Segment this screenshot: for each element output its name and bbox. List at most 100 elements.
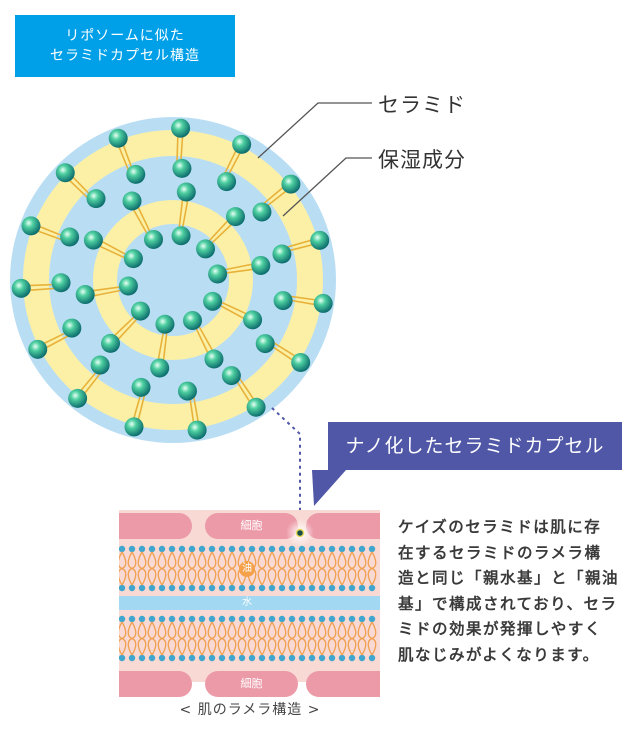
ceramide-molecule [143,229,163,249]
tag-line-2: セラミドカプセル構造 [50,48,200,64]
lipid-head [338,545,346,553]
ceramide-molecule [272,244,292,264]
lipid-head [358,615,366,623]
lipid-head [148,654,156,662]
nano-capsule-callout: ナノ化したセラミドカプセル [328,422,622,470]
lipid-head [258,545,266,553]
ceramide-molecule [124,417,144,437]
capsule [10,117,336,443]
lipid-head [228,584,236,592]
lipid-head [218,615,226,623]
lipid-head [138,584,146,592]
lipid-head [308,584,316,592]
lipid-head [178,615,186,623]
description-text: ケイズのセラミドは肌に存 在するセラミドのラメラ構 造と同じ「親水基」と「親油 … [398,518,620,664]
ceramide-molecule [217,172,237,192]
lipid-head [278,584,286,592]
ceramide-molecule [51,273,71,293]
lipid-head [268,615,276,623]
ceramide-molecule [122,191,142,211]
ceramide-molecule [150,358,170,378]
lipid-head [368,615,376,623]
lipid-head [278,654,286,662]
lipid-head [268,654,276,662]
ceramide-molecule [75,285,95,305]
lipid-head [198,615,206,623]
lamella-caption: < 肌のラメラ構造 > [179,702,321,718]
water-label: 水 [242,597,252,608]
lipid-head [218,545,226,553]
lipid-head [318,654,326,662]
lipid-head [348,654,356,662]
lipid-head [358,545,366,553]
lipid-head [278,615,286,623]
lipid-head [118,545,126,553]
lipid-head [178,654,186,662]
lipid-head [248,615,256,623]
label-moisture: 保湿成分 [378,148,466,172]
lipid-head [368,654,376,662]
lipid-head [218,654,226,662]
ceramide-molecule [203,291,223,311]
lipid-head [258,584,266,592]
lipid-head [328,545,336,553]
ceramide-molecule [187,420,207,440]
lipid-head [338,615,346,623]
lipid-head [288,615,296,623]
lipid-head [268,584,276,592]
ceramide-molecule [252,202,272,222]
lipid-head [358,584,366,592]
lipid-head [148,615,156,623]
lipid-head [188,584,196,592]
lipid-head [278,545,286,553]
structure-tag: リポソームに似た セラミドカプセル構造 [15,15,235,77]
lipid-head [338,584,346,592]
label-ceramide: セラミド [378,93,466,117]
lipid-head [188,545,196,553]
lipid-head [128,545,136,553]
ceramide-molecule [131,377,151,397]
lipid-head [258,654,266,662]
lipid-head [368,545,376,553]
lipid-head [128,615,136,623]
ceramide-molecule [243,310,263,330]
ceramide-molecule [177,381,197,401]
lipid-head [228,545,236,553]
lipid-head [238,615,246,623]
ceramide-molecule [126,164,146,184]
lipid-head [138,654,146,662]
lipid-head [178,545,186,553]
lipid-head [308,654,316,662]
lipid-head [228,615,236,623]
lipid-head [188,615,196,623]
ceramide-molecule [255,334,275,354]
ceramide-molecule [251,255,271,275]
ceramide-molecule [196,239,216,259]
ceramide-molecule [21,216,41,236]
lipid-head [328,615,336,623]
ceramide-molecule [221,366,241,386]
lipid-head [168,615,176,623]
ceramide-molecule [204,349,224,369]
ceramide-molecule [171,118,191,138]
lipid-head [288,654,296,662]
lipid-head [198,584,206,592]
lipid-head [138,615,146,623]
lipid-head [198,654,206,662]
lipid-head [318,545,326,553]
ceramide-molecule [232,134,252,154]
ceramide-molecule [108,128,128,148]
lipid-head [328,584,336,592]
lipid-head [368,584,376,592]
lipid-head [188,654,196,662]
lipid-head [158,584,166,592]
lipid-head [238,584,246,592]
lipid-head [198,545,206,553]
lipid-head [178,584,186,592]
ceramide-molecule [246,397,266,417]
lipid-head [298,615,306,623]
lipid-head [208,654,216,662]
lipid-head [208,615,216,623]
lipid-head [338,654,346,662]
